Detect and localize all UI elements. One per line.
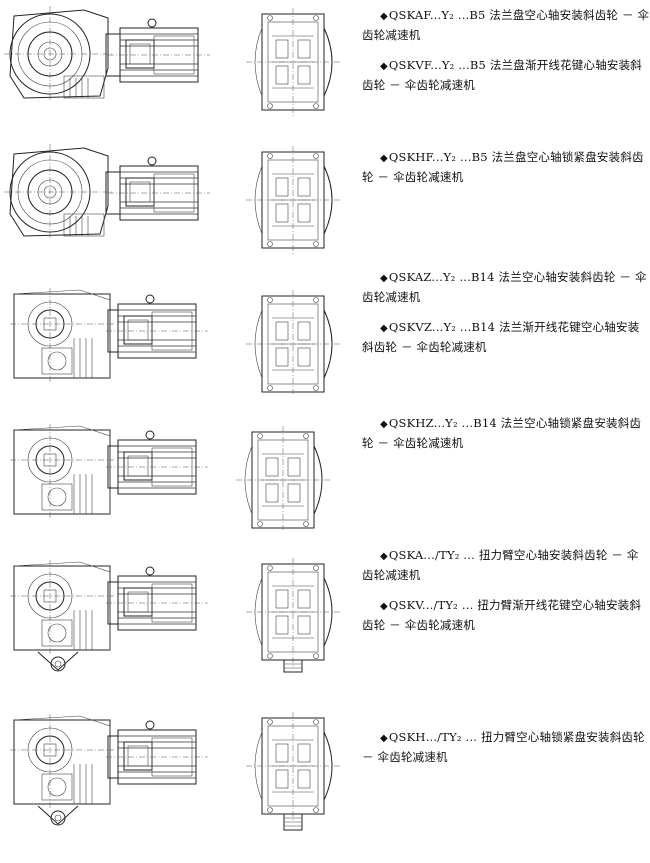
caption-line: ◆QSKA.../TY₂ ... 扭力臂空心轴安装斜齿轮 － 伞齿轮减速机 (362, 548, 639, 582)
side-view-drawing-5 (246, 558, 342, 682)
bullet-diamond-icon: ◆ (380, 11, 388, 22)
product-row-2: ◆QSKHF...Y₂ ...B5 法兰盘空心轴锁紧盘安装斜齿轮 － 伞齿轮减速… (0, 138, 650, 256)
caption-block-6: ◆QSKH.../TY₂ ... 扭力臂空心轴锁紧盘安装斜齿轮 － 伞齿轮减速机 (362, 728, 650, 766)
front-view-drawing-6 (8, 712, 238, 838)
side-view-drawing-6 (246, 712, 342, 844)
caption-line: ◆QSKHZ...Y₂ ...B14 法兰空心轴锁紧盘安装斜齿轮 － 伞齿轮减速… (362, 416, 642, 450)
product-row-3: ◆QSKAZ...Y₂ ...B14 法兰空心轴安装斜齿轮 － 伞齿轮减速机 ◆… (0, 268, 650, 394)
side-view-drawing-3 (246, 290, 342, 394)
bullet-diamond-icon: ◆ (380, 61, 388, 72)
product-row-1: ◆QSKAF...Y₂ ...B5 法兰盘空心轴安装斜齿轮 － 伞齿轮减速机 ◆… (0, 0, 650, 130)
caption-line: ◆QSKAZ...Y₂ ...B14 法兰空心轴安装斜齿轮 － 伞齿轮减速机 (362, 270, 647, 304)
caption-block-3: ◆QSKAZ...Y₂ ...B14 法兰空心轴安装斜齿轮 － 伞齿轮减速机 ◆… (362, 268, 650, 356)
caption-line: ◆QSKVZ...Y₂ ...B14 法兰渐开线花键空心轴安装斜齿轮 － 伞齿轮… (362, 320, 640, 354)
side-view-drawing-2 (246, 146, 342, 256)
bullet-diamond-icon: ◆ (380, 601, 388, 612)
side-view-drawing-1 (246, 8, 342, 118)
front-view-drawing-3 (8, 286, 238, 386)
caption-line: ◆QSKHF...Y₂ ...B5 法兰盘空心轴锁紧盘安装斜齿轮 － 伞齿轮减速… (362, 150, 644, 184)
bullet-diamond-icon: ◆ (380, 323, 388, 334)
caption-block-1: ◆QSKAF...Y₂ ...B5 法兰盘空心轴安装斜齿轮 － 伞齿轮减速机 ◆… (362, 6, 650, 94)
caption-line: ◆QSKAF...Y₂ ...B5 法兰盘空心轴安装斜齿轮 － 伞齿轮减速机 (362, 8, 650, 42)
bullet-diamond-icon: ◆ (380, 733, 388, 744)
caption-block-2: ◆QSKHF...Y₂ ...B5 法兰盘空心轴锁紧盘安装斜齿轮 － 伞齿轮减速… (362, 148, 650, 186)
side-view-drawing-4 (236, 426, 332, 530)
caption-block-4: ◆QSKHZ...Y₂ ...B14 法兰空心轴锁紧盘安装斜齿轮 － 伞齿轮减速… (362, 414, 650, 452)
bullet-diamond-icon: ◆ (380, 153, 388, 164)
bullet-diamond-icon: ◆ (380, 551, 388, 562)
product-row-4: ◆QSKHZ...Y₂ ...B14 法兰空心轴锁紧盘安装斜齿轮 － 伞齿轮减速… (0, 410, 650, 530)
caption-line: ◆QSKV.../TY₂ ... 扭力臂渐开线花键空心轴安装斜齿轮 － 伞齿轮减… (362, 598, 642, 632)
bullet-diamond-icon: ◆ (380, 419, 388, 430)
product-row-5: ◆QSKA.../TY₂ ... 扭力臂空心轴安装斜齿轮 － 伞齿轮减速机 ◆Q… (0, 544, 650, 684)
front-view-drawing-5 (8, 558, 238, 682)
front-view-drawing-2 (2, 142, 232, 246)
product-row-6: ◆QSKH.../TY₂ ... 扭力臂空心轴锁紧盘安装斜齿轮 － 伞齿轮减速机 (0, 706, 650, 856)
caption-line: ◆QSKVF...Y₂ ...B5 法兰盘渐开线花键心轴安装斜齿轮 － 伞齿轮减… (362, 58, 642, 92)
front-view-drawing-4 (8, 422, 238, 522)
caption-block-5: ◆QSKA.../TY₂ ... 扭力臂空心轴安装斜齿轮 － 伞齿轮减速机 ◆Q… (362, 546, 650, 634)
caption-line: ◆QSKH.../TY₂ ... 扭力臂空心轴锁紧盘安装斜齿轮 － 伞齿轮减速机 (362, 730, 645, 764)
bullet-diamond-icon: ◆ (380, 273, 388, 284)
front-view-drawing-1 (2, 4, 232, 108)
